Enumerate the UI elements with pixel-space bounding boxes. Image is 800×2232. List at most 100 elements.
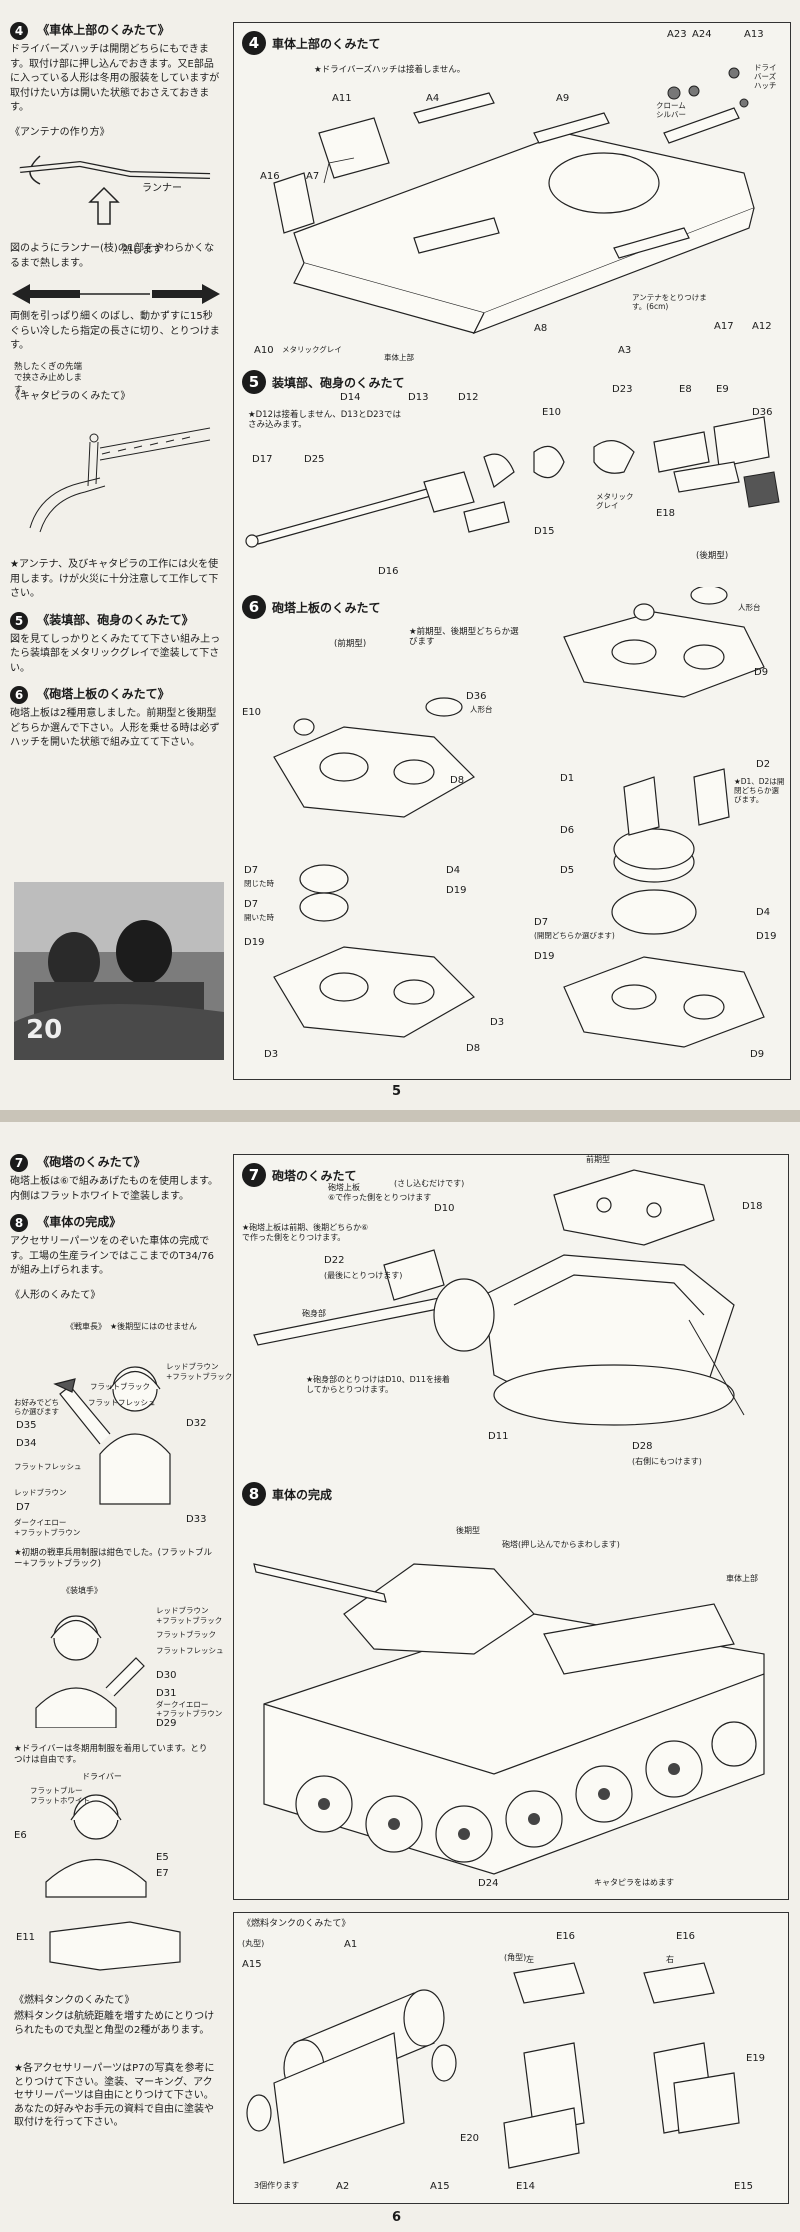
chrome-silver-label: クローム シルバー — [656, 101, 686, 119]
part-label: A9 — [556, 93, 570, 104]
part-label: D7 — [534, 917, 549, 928]
part-label: E16 — [556, 1931, 576, 1942]
part-label: E15 — [734, 2181, 754, 2192]
completed-hull-drawing — [253, 1563, 765, 1875]
subsection-title: 《キャタピラのくみたて》 — [10, 390, 131, 402]
part-label: A2 — [336, 2181, 350, 2192]
part-label: D30 — [156, 1670, 177, 1681]
step-note: ★前期型、後期型どちらか選びます — [409, 627, 519, 648]
paint-label: レッドブラウン — [14, 1488, 67, 1497]
body-top-label: 車体上部 — [726, 1574, 758, 1583]
part-label: A13 — [744, 29, 764, 40]
subsection-title: 《人形のくみたて》 — [10, 1289, 101, 1301]
step-title: 砲塔のくみたて — [272, 1168, 357, 1183]
track-note: キャタピラをはめます — [594, 1878, 674, 1887]
part-label: D17 — [252, 454, 273, 465]
part-label: E5 — [156, 1852, 169, 1863]
step-note: ★ドライバーズハッチは接着しません。 — [314, 65, 466, 75]
part-label: D24 — [478, 1878, 499, 1889]
quantity-note: 3個作ります — [254, 2181, 300, 2190]
part-label: D28 — [632, 1441, 653, 1452]
loader-figure-drawing — [35, 1615, 145, 1728]
hull-upper-drawing — [273, 67, 755, 335]
photo-number: 20 — [26, 1015, 63, 1045]
heat-label: 熱します — [122, 245, 162, 256]
paint-label: +フラットブラウン — [14, 1528, 81, 1537]
paint-label: フラットフレッシュ — [14, 1462, 82, 1471]
turret-assembly-drawing — [253, 1169, 745, 1426]
part-label: E14 — [516, 2181, 536, 2192]
step-number-badge: 6 — [242, 595, 266, 619]
antenna-text-2: 両側を引っぱり細くのばし、動かずすに15秒ぐらい冷したら指定の長さに切り、とりつ… — [10, 311, 220, 351]
antenna-note: アンテナをとりつけます。(6cm) — [632, 293, 707, 311]
step-title: 砲塔上板のくみたて — [272, 600, 381, 615]
paint-label: +フラットブラック — [166, 1372, 233, 1381]
late-type-label: (後期型) — [696, 551, 729, 561]
antenna-heating-illustration — [19, 155, 211, 225]
commander-label: 《戦車長》 — [66, 1322, 106, 1331]
d1-d2-note: ★D1、D2は開閉どちらか選びます。 — [734, 777, 785, 804]
part-label: D19 — [446, 885, 467, 896]
part-label: A10 — [254, 345, 274, 356]
step-number-badge: 4 — [10, 22, 28, 40]
part-label: D5 — [560, 865, 575, 876]
part-label: E20 — [460, 2133, 480, 2144]
tank-crew-photo — [14, 882, 224, 1060]
closed-label: 閉じた時 — [244, 879, 274, 888]
fuel-tank-panel: 《燃料タンクのくみたて》 (丸型) (角型) A15 A1 A2 A15 3個作 — [233, 1912, 789, 2204]
figure-seat-label: 人形台 — [738, 603, 761, 612]
step-title: 車体の完成 — [272, 1487, 333, 1502]
part-label: D6 — [560, 825, 575, 836]
paint-label: ダークイエロー — [156, 1700, 209, 1709]
part-label: E19 — [746, 2053, 766, 2064]
fuel-tanks-drawing — [246, 1962, 740, 2169]
paint-label: フラットブラック — [156, 1630, 216, 1639]
step-number-badge: 6 — [10, 686, 28, 704]
part-label: D36 — [752, 407, 773, 418]
stretch-arrow-illustration — [12, 284, 220, 304]
part-label: D1 — [560, 773, 575, 784]
part-label: E10 — [242, 707, 262, 718]
paint-label: レッドブラウン — [166, 1362, 219, 1371]
gun-note: ★砲身部のとりつけはD10、D11を接着してからとりつけます。 — [306, 1375, 450, 1394]
section-text: ドライバーズハッチは開閉どちらにもできます。取付け部に押し込んでおきます。又E部… — [10, 44, 220, 113]
part-label: E11 — [16, 1932, 36, 1943]
insert-note: (さし込むだけです) — [394, 1179, 465, 1188]
both-sides-note: (右側にもつけます) — [632, 1457, 702, 1466]
step-title: 車体上部のくみたて — [272, 36, 381, 51]
part-label: D11 — [488, 1431, 509, 1442]
part-label: A15 — [242, 1959, 262, 1970]
box-part-drawing — [49, 1921, 181, 1971]
part-label: E16 — [676, 1931, 696, 1942]
step-number-badge: 4 — [242, 31, 266, 55]
section-title: 《砲塔のくみたて》 — [37, 1155, 146, 1170]
track-assembly-illustration — [29, 427, 211, 533]
part-label: A23 — [667, 29, 687, 40]
paint-label: ダークイエロー — [14, 1518, 67, 1527]
left-column-p6: 7 《砲塔のくみたて》 砲塔上板は⑥で組みあげたものを使用します。内側はフラット… — [10, 1154, 222, 1307]
part-label: D32 — [186, 1418, 207, 1429]
commander-figure-drawing — [53, 1366, 171, 1505]
manual-page-6: 7 《砲塔のくみたて》 砲塔上板は⑥で組みあげたものを使用します。内側はフラット… — [0, 1122, 800, 2232]
part-label: D8 — [466, 1043, 481, 1054]
paint-label: フラットフレッシュ — [156, 1646, 224, 1655]
part-label: D8 — [450, 775, 465, 786]
part-label: E7 — [156, 1868, 169, 1879]
right-label: 右 — [666, 1955, 674, 1964]
step-number-badge: 5 — [242, 370, 266, 394]
part-label: D4 — [756, 907, 771, 918]
turret-top-plates-drawing — [273, 587, 765, 1048]
part-label: D18 — [742, 1201, 763, 1212]
part-label: D13 — [408, 392, 429, 403]
subsection-title: 《アンテナの作り方》 — [10, 126, 110, 138]
step-number-badge: 5 — [10, 611, 28, 630]
step-number-badge: 8 — [10, 1214, 28, 1232]
antenna-text-1: 図のようにランナー(枝)の1部をやわらかくなるまで熱します。 — [10, 243, 215, 269]
driver-figure-drawing — [45, 1794, 147, 1898]
part-label: D33 — [186, 1514, 207, 1525]
part-label: E8 — [679, 384, 692, 395]
runner-label: ランナー — [142, 183, 182, 194]
